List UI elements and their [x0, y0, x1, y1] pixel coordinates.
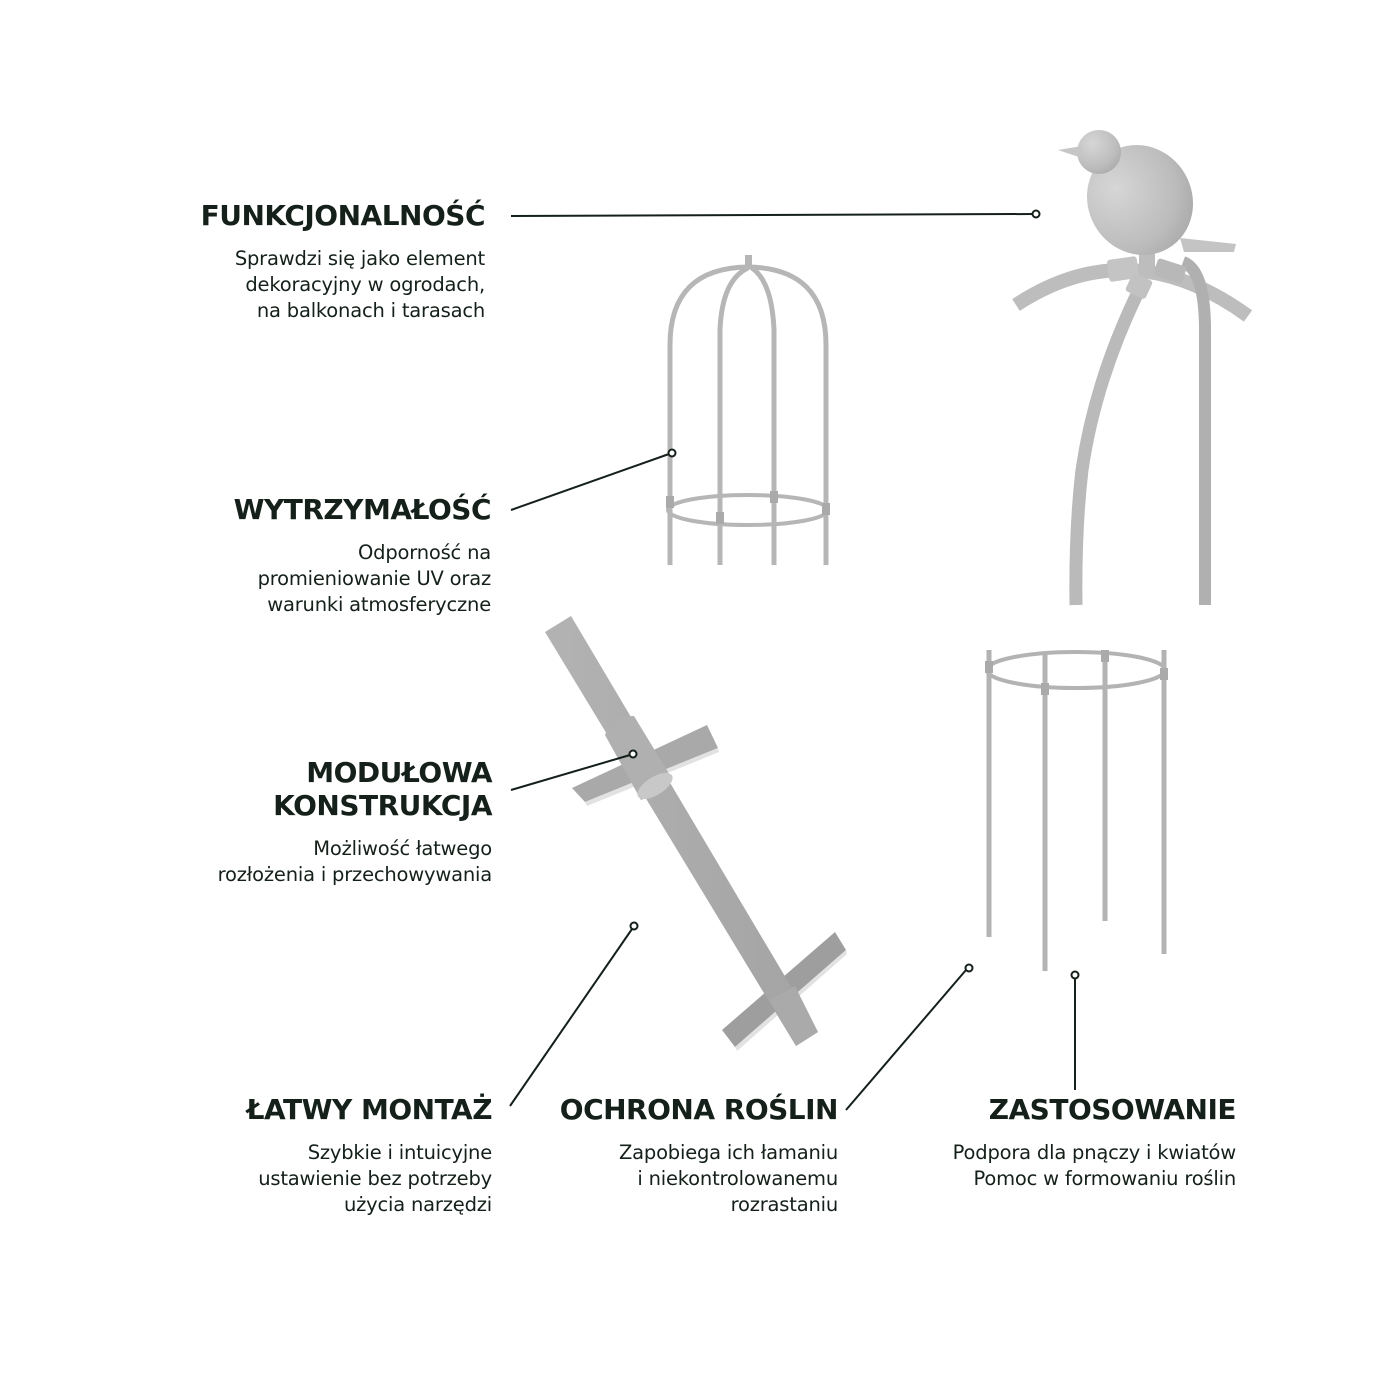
feature-title: WYTRZYMAŁOŚĆ — [233, 493, 492, 526]
feature-funkcjonalnosc: FUNKCJONALNOŚĆ Sprawdzi się jako element… — [200, 199, 486, 324]
feature-description: Możliwość łatwego rozłożenia i przechowy… — [217, 837, 493, 886]
feature-description: Odporność na promieniowanie UV oraz waru… — [257, 541, 492, 616]
ring-base-illustration — [985, 650, 1168, 971]
feature-ochrona-roslin: OCHRONA ROŚLIN Zapobiega ich łamaniu i n… — [559, 1093, 839, 1218]
feature-description: Podpora dla pnączy i kwiatów Pomoc w for… — [952, 1141, 1237, 1190]
feature-zastosowanie: ZASTOSOWANIE Podpora dla pnączy i kwiató… — [952, 1093, 1237, 1192]
feature-title: OCHRONA ROŚLIN — [559, 1093, 839, 1126]
callout-modulowa-konstrukcja — [510, 749, 638, 791]
feature-description: Szybkie i intuicyjne ustawienie bez potr… — [258, 1141, 492, 1216]
feature-description: Sprawdzi się jako element dekoracyjny w … — [234, 247, 485, 322]
feature-title: MODUŁOWA KONSTRUKCJA — [273, 756, 492, 822]
feature-description: Zapobiega ich łamaniu i niekontrolowanem… — [618, 1141, 838, 1216]
feature-title: FUNKCJONALNOŚĆ — [200, 199, 486, 232]
bird-topper-illustration — [1012, 130, 1253, 606]
feature-modulowa-konstrukcja: MODUŁOWA KONSTRUKCJA Możliwość łatwego r… — [217, 756, 493, 888]
callout-latwy-montaz — [509, 921, 639, 1107]
callout-wytrzymalosc — [510, 448, 677, 511]
feature-title: ŁATWY MONTAŻ — [246, 1093, 493, 1126]
dome-cage-illustration — [666, 255, 830, 565]
feature-wytrzymalosc: WYTRZYMAŁOŚĆ Odporność na promieniowanie… — [233, 493, 492, 618]
callout-zastosowanie — [1070, 970, 1080, 1090]
callout-ochrona-roslin — [845, 963, 974, 1111]
ground-stake-illustration — [545, 616, 847, 1051]
callout-lines — [509, 209, 1080, 1111]
callout-funkcjonalnosc — [510, 209, 1041, 219]
feature-title: ZASTOSOWANIE — [988, 1093, 1237, 1126]
feature-latwy-montaz: ŁATWY MONTAŻ Szybkie i intuicyjne ustawi… — [246, 1093, 493, 1218]
